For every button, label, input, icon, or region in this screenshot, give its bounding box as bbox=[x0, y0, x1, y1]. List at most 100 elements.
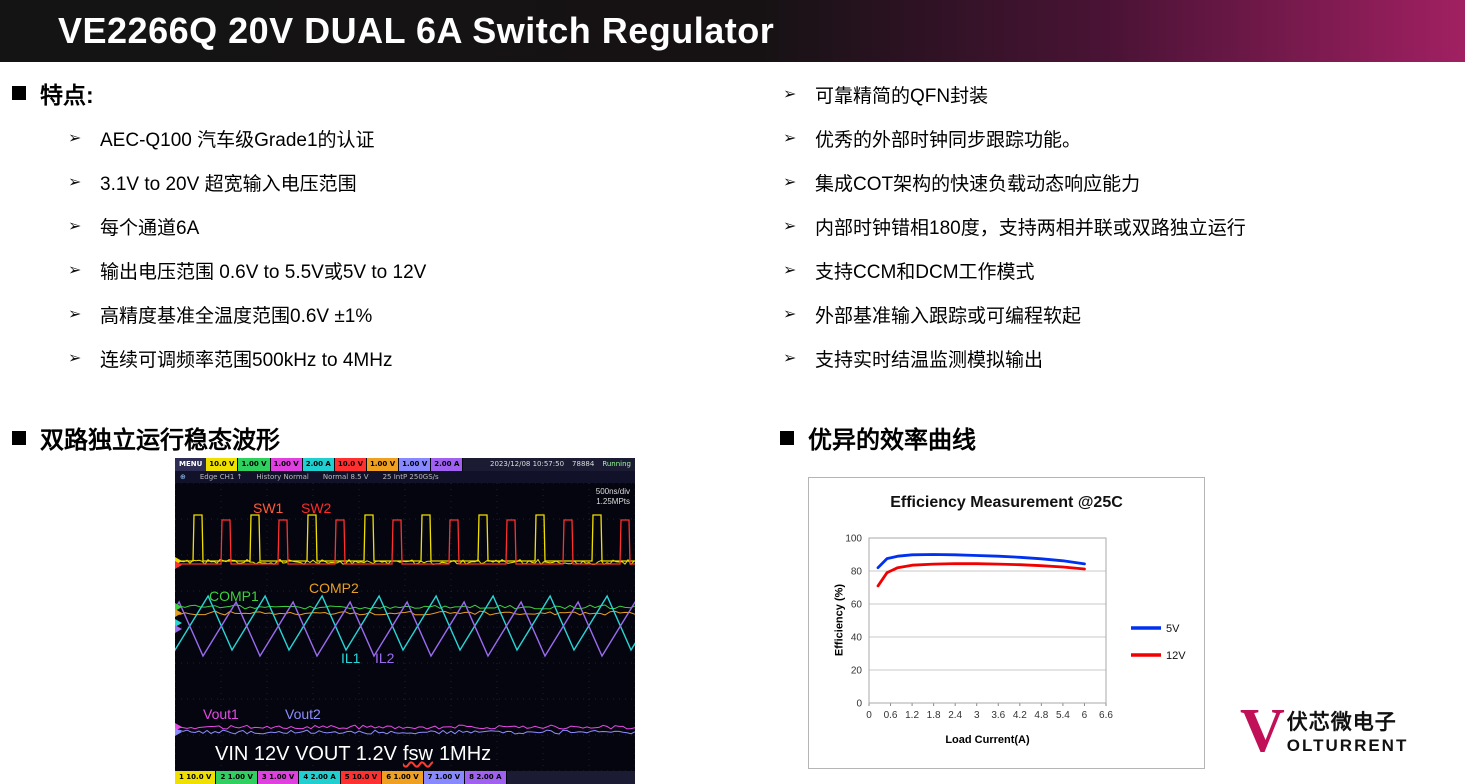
scope-status-cluster: 2023/12/08 10:57:50 78884 Running bbox=[490, 458, 635, 471]
caption-post: 1MHz bbox=[438, 743, 492, 765]
feature-item-text: AEC-Q100 汽车级Grade1的认证 bbox=[100, 129, 375, 151]
square-bullet-icon bbox=[12, 430, 26, 445]
feature-item: ➢ 外部基准输入跟踪或可编程软起 bbox=[775, 292, 1435, 336]
scope-trigger-level: Normal 8.5 V bbox=[322, 473, 369, 481]
svg-text:12V: 12V bbox=[1166, 650, 1186, 662]
arrow-bullet-icon: ➢ bbox=[68, 130, 82, 147]
feature-item: ➢ 连续可调频率范围500kHz to 4MHz bbox=[60, 336, 720, 380]
svg-text:3.6: 3.6 bbox=[991, 710, 1005, 721]
arrow-bullet-icon: ➢ bbox=[68, 174, 82, 191]
feature-item-text: 每个通道6A bbox=[100, 217, 200, 239]
channel-scale-chip: 2.00 A bbox=[302, 458, 335, 471]
features-list-right: ➢可靠精简的QFN封装➢优秀的外部时钟同步跟踪功能。➢集成COT架构的快速负载动… bbox=[775, 72, 1435, 380]
svg-text:SW2: SW2 bbox=[301, 500, 332, 516]
channel-scale-chip: 2.00 A bbox=[431, 458, 464, 471]
scope-menu-button: MENU bbox=[175, 458, 207, 471]
svg-text:IL1: IL1 bbox=[341, 650, 361, 666]
scope-timestamp: 2023/12/08 10:57:50 bbox=[490, 460, 565, 468]
svg-text:5.4: 5.4 bbox=[1056, 710, 1070, 721]
svg-text:0.6: 0.6 bbox=[884, 710, 898, 721]
channel-scale-chip: 10.0 V bbox=[206, 458, 239, 471]
volturrent-logo: V 伏芯微电子 OLTURRENT bbox=[1240, 700, 1409, 762]
svg-text:1.25MPts: 1.25MPts bbox=[596, 497, 630, 506]
feature-item-text: 连续可调频率范围500kHz to 4MHz bbox=[100, 349, 393, 371]
arrow-bullet-icon: ➢ bbox=[783, 262, 797, 279]
svg-text:2.4: 2.4 bbox=[948, 710, 962, 721]
channel-scale-chip: 1.00 V bbox=[367, 458, 400, 471]
channel-readout-chip: 3 1.00 V bbox=[257, 771, 300, 784]
svg-text:4.2: 4.2 bbox=[1013, 710, 1027, 721]
scope-trigger-bar: ⊕ Edge CH1 ↑ History Normal Normal 8.5 V… bbox=[175, 471, 635, 483]
channel-readout-chip: 7 1.00 V bbox=[423, 771, 466, 784]
arrow-bullet-icon: ➢ bbox=[68, 306, 82, 323]
arrow-bullet-icon: ➢ bbox=[68, 262, 82, 279]
feature-item-text: 支持CCM和DCM工作模式 bbox=[815, 261, 1035, 283]
feature-item-text: 3.1V to 20V 超宽输入电压范围 bbox=[100, 173, 357, 195]
efficiency-section-heading: 优异的效率曲线 bbox=[780, 420, 976, 455]
arrow-bullet-icon: ➢ bbox=[783, 86, 797, 103]
svg-text:6.6: 6.6 bbox=[1099, 710, 1113, 721]
feature-item: ➢ 3.1V to 20V 超宽输入电压范围 bbox=[60, 160, 720, 204]
channel-scale-chip: 1.00 V bbox=[399, 458, 432, 471]
svg-text:Vout2: Vout2 bbox=[285, 706, 321, 722]
feature-item-text: 优秀的外部时钟同步跟踪功能。 bbox=[815, 129, 1082, 151]
feature-item-text: 可靠精简的QFN封装 bbox=[815, 85, 989, 107]
scope-acq-count: 78884 bbox=[572, 460, 595, 468]
channel-scale-chip: 1.00 V bbox=[270, 458, 303, 471]
svg-text:100: 100 bbox=[845, 534, 862, 545]
scope-trigger-mode: Edge CH1 ↑ bbox=[199, 473, 243, 481]
channel-scale-chip: 10.0 V bbox=[334, 458, 367, 471]
channel-readout-chip: 4 2.00 A bbox=[299, 771, 341, 784]
features-list-left: ➢ AEC-Q100 汽车级Grade1的认证 ➢ 3.1V to 20V 超宽输入电… bbox=[60, 116, 720, 380]
feature-item: ➢ 支持实时结温监测模拟输出 bbox=[775, 336, 1435, 380]
svg-text:1.8: 1.8 bbox=[927, 710, 941, 721]
features-heading: 特点: bbox=[12, 76, 94, 110]
arrow-bullet-icon: ➢ bbox=[68, 350, 82, 367]
feature-item: ➢ AEC-Q100 汽车级Grade1的认证 bbox=[60, 116, 720, 160]
channel-scale-chip: 1.00 V bbox=[238, 458, 271, 471]
channel-readout-chip: 6 1.00 V bbox=[382, 771, 424, 784]
arrow-bullet-icon: ➢ bbox=[68, 218, 82, 235]
feature-item: ➢输出电压范围 0.6V to 5.5V或5V to 12V bbox=[60, 248, 720, 292]
svg-text:80: 80 bbox=[851, 567, 863, 578]
svg-text:20: 20 bbox=[851, 666, 863, 677]
title-bar: VE2266Q 20V DUAL 6A Switch Regulator bbox=[0, 0, 1465, 62]
feature-item: ➢ 支持CCM和DCM工作模式 bbox=[775, 248, 1435, 292]
svg-text:40: 40 bbox=[851, 633, 863, 644]
feature-item-text: 外部基准输入跟踪或可编程软起 bbox=[815, 305, 1082, 327]
features-heading-text: 特点: bbox=[40, 82, 94, 108]
svg-text:0: 0 bbox=[866, 710, 872, 721]
svg-text:COMP2: COMP2 bbox=[309, 580, 359, 596]
feature-item: ➢ 可靠精简的QFN封装 bbox=[775, 72, 1435, 116]
scope-run-state: Running bbox=[602, 460, 631, 468]
square-bullet-icon bbox=[12, 86, 26, 100]
logo-text: 伏芯微电子 OLTURRENT bbox=[1287, 706, 1409, 756]
svg-text:IL2: IL2 bbox=[375, 650, 395, 666]
svg-text:4.8: 4.8 bbox=[1034, 710, 1048, 721]
chart-y-axis-label: Efficiency (%) bbox=[833, 583, 846, 657]
svg-text:3: 3 bbox=[974, 710, 980, 721]
svg-text:SW1: SW1 bbox=[253, 500, 284, 516]
svg-text:COMP1: COMP1 bbox=[209, 588, 259, 604]
feature-item-text: 支持实时结温监测模拟输出 bbox=[815, 349, 1044, 371]
chart-x-axis-label: Load Current(A) bbox=[945, 734, 1030, 746]
svg-text:5V: 5V bbox=[1166, 623, 1180, 635]
zoom-icon: ⊕ bbox=[180, 473, 186, 481]
page-title: VE2266Q 20V DUAL 6A Switch Regulator bbox=[58, 10, 775, 51]
scope-sampling: 25 IntP 250GS/s bbox=[382, 473, 439, 481]
logo-company-cn: 伏芯微电子 bbox=[1286, 711, 1397, 735]
arrow-bullet-icon: ➢ bbox=[783, 306, 797, 323]
feature-item-text: 内部时钟错相180度，支持两相并联或双路独立运行 bbox=[815, 217, 1246, 239]
svg-text:Vout1: Vout1 bbox=[203, 706, 239, 722]
arrow-bullet-icon: ➢ bbox=[783, 350, 797, 367]
svg-text:60: 60 bbox=[851, 600, 863, 611]
feature-item-text: 高精度基准全温度范围0.6V ±1% bbox=[100, 305, 373, 327]
caption-pre: VIN 12V VOUT 1.2V bbox=[215, 743, 397, 765]
channel-readout-chip: 8 2.00 A bbox=[465, 771, 507, 784]
